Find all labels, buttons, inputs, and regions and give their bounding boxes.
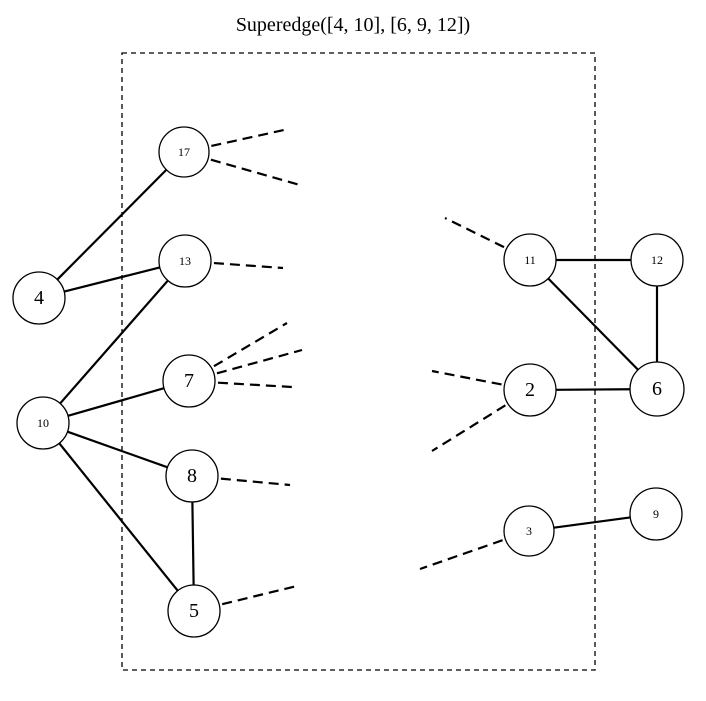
edge-10-7 xyxy=(67,387,165,417)
node-11: 11 xyxy=(503,233,557,287)
node-circle-5 xyxy=(167,584,221,638)
node-circle-8 xyxy=(165,449,219,503)
edge-4-17 xyxy=(56,168,168,281)
node-4: 4 xyxy=(12,271,66,325)
edge-8-5 xyxy=(191,501,195,586)
dangling-edge-5-1 xyxy=(221,584,298,606)
node-circle-7 xyxy=(162,354,216,408)
dangling-edge-7-2 xyxy=(216,348,303,375)
node-circle-6 xyxy=(629,361,685,417)
node-13: 13 xyxy=(158,234,212,288)
nodes-layer: 17 13 7 8 5 11 2 3 4 10 12 6 9 xyxy=(12,126,685,638)
node-circle-3 xyxy=(503,505,555,557)
node-label-6: 6 xyxy=(652,378,662,400)
node-12: 12 xyxy=(630,233,684,287)
edge-10-5 xyxy=(58,442,179,592)
node-label-8: 8 xyxy=(187,465,197,487)
edges-layer xyxy=(56,168,659,592)
node-8: 8 xyxy=(165,449,219,503)
edge-10-8 xyxy=(67,430,168,469)
node-circle-9 xyxy=(629,487,683,541)
node-17: 17 xyxy=(158,126,210,178)
dangling-edge-11-1 xyxy=(444,217,505,249)
supernode-boundary xyxy=(121,52,596,671)
node-circle-13 xyxy=(158,234,212,288)
dangling-edge-17-1 xyxy=(211,128,285,148)
dangling-edge-8-1 xyxy=(220,477,291,487)
dangling-edge-7-3 xyxy=(217,381,293,389)
node-circle-17 xyxy=(158,126,210,178)
dangling-edges-layer xyxy=(210,128,506,606)
dangling-edge-7-1 xyxy=(213,322,288,368)
node-9: 9 xyxy=(629,487,683,541)
dangling-edge-2-1 xyxy=(431,369,502,386)
edge-10-13 xyxy=(59,279,169,405)
node-5: 5 xyxy=(167,584,221,638)
node-label-11: 11 xyxy=(524,253,536,267)
node-circle-10 xyxy=(16,396,70,450)
node-label-2: 2 xyxy=(525,379,535,401)
edge-11-6 xyxy=(547,277,639,371)
node-circle-2 xyxy=(503,363,557,417)
node-7: 7 xyxy=(162,354,216,408)
dangling-edge-13-1 xyxy=(213,261,284,270)
node-label-10: 10 xyxy=(37,416,49,430)
node-circle-11 xyxy=(503,233,557,287)
node-label-9: 9 xyxy=(653,507,659,521)
node-2: 2 xyxy=(503,363,557,417)
edge-3-9 xyxy=(553,516,631,529)
node-label-17: 17 xyxy=(178,145,190,159)
node-label-12: 12 xyxy=(651,253,663,267)
node-label-7: 7 xyxy=(184,370,194,392)
node-label-4: 4 xyxy=(34,287,44,309)
node-10: 10 xyxy=(16,396,70,450)
edge-4-13 xyxy=(63,266,161,293)
node-label-5: 5 xyxy=(189,600,199,622)
diagram-title: Superedge([4, 10], [6, 9, 12]) xyxy=(235,14,471,36)
node-label-13: 13 xyxy=(179,254,191,268)
node-label-3: 3 xyxy=(526,524,532,538)
dangling-edge-2-2 xyxy=(431,404,506,452)
node-3: 3 xyxy=(503,505,555,557)
node-circle-4 xyxy=(12,271,66,325)
dangling-edge-3-1 xyxy=(419,539,503,571)
node-circle-12 xyxy=(630,233,684,287)
edge-2-6 xyxy=(555,388,631,391)
node-6: 6 xyxy=(629,361,685,417)
dangling-edge-17-2 xyxy=(210,158,301,187)
